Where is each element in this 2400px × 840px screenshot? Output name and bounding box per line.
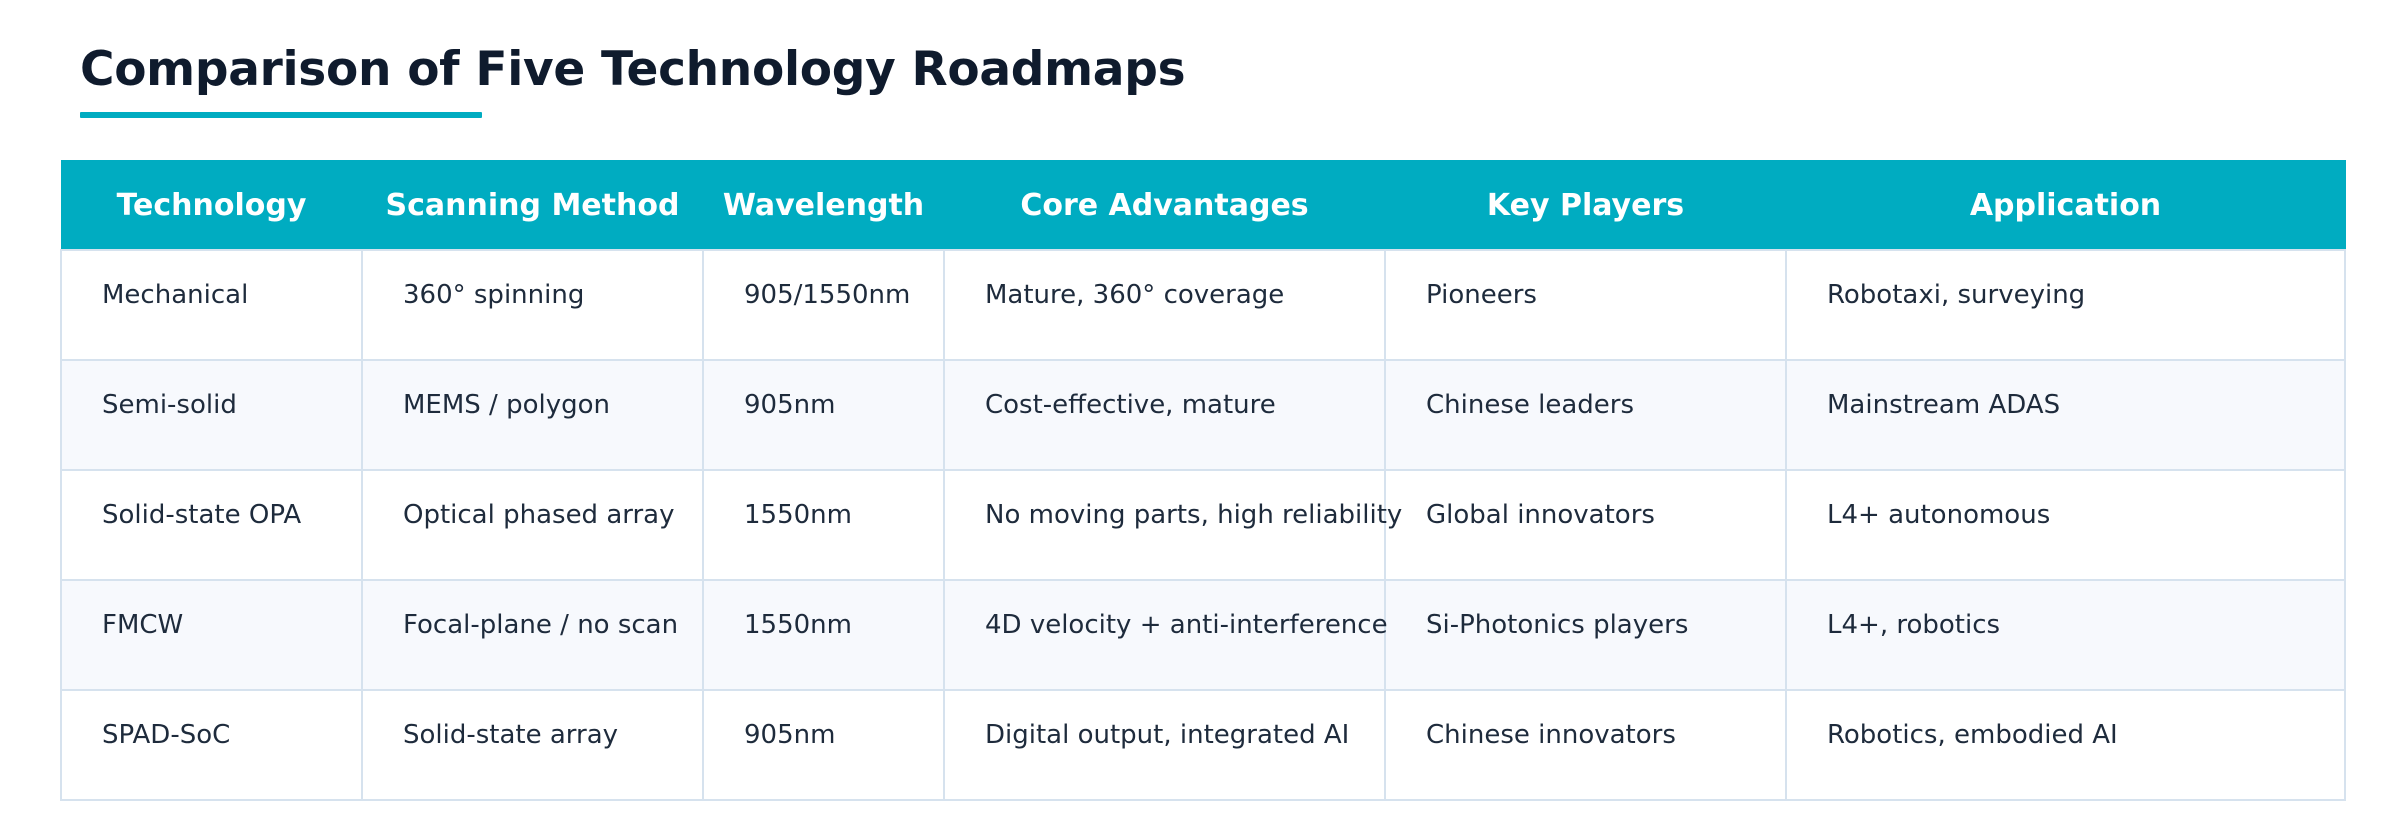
header-core-advantages: Core Advantages <box>943 160 1386 251</box>
header-row: Technology Scanning Method Wavelength Co… <box>60 160 2346 251</box>
cell-scanning-method: MEMS / polygon <box>361 359 704 471</box>
cell-wavelength: 905/1550nm <box>702 249 945 361</box>
cell-technology: Solid-state OPA <box>60 469 363 581</box>
table-row: FMCW Focal-plane / no scan 1550nm 4D vel… <box>60 579 2346 691</box>
cell-application: Robotaxi, surveying <box>1785 249 2346 361</box>
cell-key-players: Chinese innovators <box>1384 689 1787 801</box>
cell-key-players: Pioneers <box>1384 249 1787 361</box>
cell-scanning-method: Optical phased array <box>361 469 704 581</box>
cell-wavelength: 905nm <box>702 359 945 471</box>
table-row: Mechanical 360° spinning 905/1550nm Matu… <box>60 249 2346 361</box>
cell-core-advantages: Cost-effective, mature <box>943 359 1386 471</box>
cell-technology: SPAD-SoC <box>60 689 363 801</box>
cell-scanning-method: 360° spinning <box>361 249 704 361</box>
cell-core-advantages: Mature, 360° coverage <box>943 249 1386 361</box>
table-row: Solid-state OPA Optical phased array 155… <box>60 469 2346 581</box>
cell-application: Mainstream ADAS <box>1785 359 2346 471</box>
comparison-table: Technology Scanning Method Wavelength Co… <box>60 160 2346 801</box>
cell-key-players: Global innovators <box>1384 469 1787 581</box>
cell-wavelength: 1550nm <box>702 579 945 691</box>
table-header: Technology Scanning Method Wavelength Co… <box>60 160 2346 251</box>
cell-core-advantages: No moving parts, high reliability <box>943 469 1402 581</box>
cell-application: Robotics, embodied AI <box>1785 689 2346 801</box>
cell-technology: Mechanical <box>60 249 363 361</box>
title-underline <box>80 112 482 118</box>
table-row: SPAD-SoC Solid-state array 905nm Digital… <box>60 689 2346 801</box>
cell-scanning-method: Focal-plane / no scan <box>361 579 704 691</box>
cell-core-advantages: Digital output, integrated AI <box>943 689 1386 801</box>
header-key-players: Key Players <box>1384 160 1787 251</box>
cell-wavelength: 905nm <box>702 689 945 801</box>
cell-application: L4+, robotics <box>1785 579 2346 691</box>
cell-technology: FMCW <box>60 579 363 691</box>
cell-wavelength: 1550nm <box>702 469 945 581</box>
cell-technology: Semi-solid <box>60 359 363 471</box>
cell-scanning-method: Solid-state array <box>361 689 704 801</box>
cell-key-players: Si-Photonics players <box>1384 579 1787 691</box>
header-application: Application <box>1785 160 2346 251</box>
page-title: Comparison of Five Technology Roadmaps <box>80 42 1186 97</box>
header-scanning-method: Scanning Method <box>361 160 704 251</box>
table-row: Semi-solid MEMS / polygon 905nm Cost-eff… <box>60 359 2346 471</box>
cell-application: L4+ autonomous <box>1785 469 2346 581</box>
header-technology: Technology <box>60 160 363 251</box>
header-wavelength: Wavelength <box>702 160 945 251</box>
table-body: Mechanical 360° spinning 905/1550nm Matu… <box>60 249 2346 801</box>
cell-key-players: Chinese leaders <box>1384 359 1787 471</box>
cell-core-advantages: 4D velocity + anti-interference <box>943 579 1388 691</box>
